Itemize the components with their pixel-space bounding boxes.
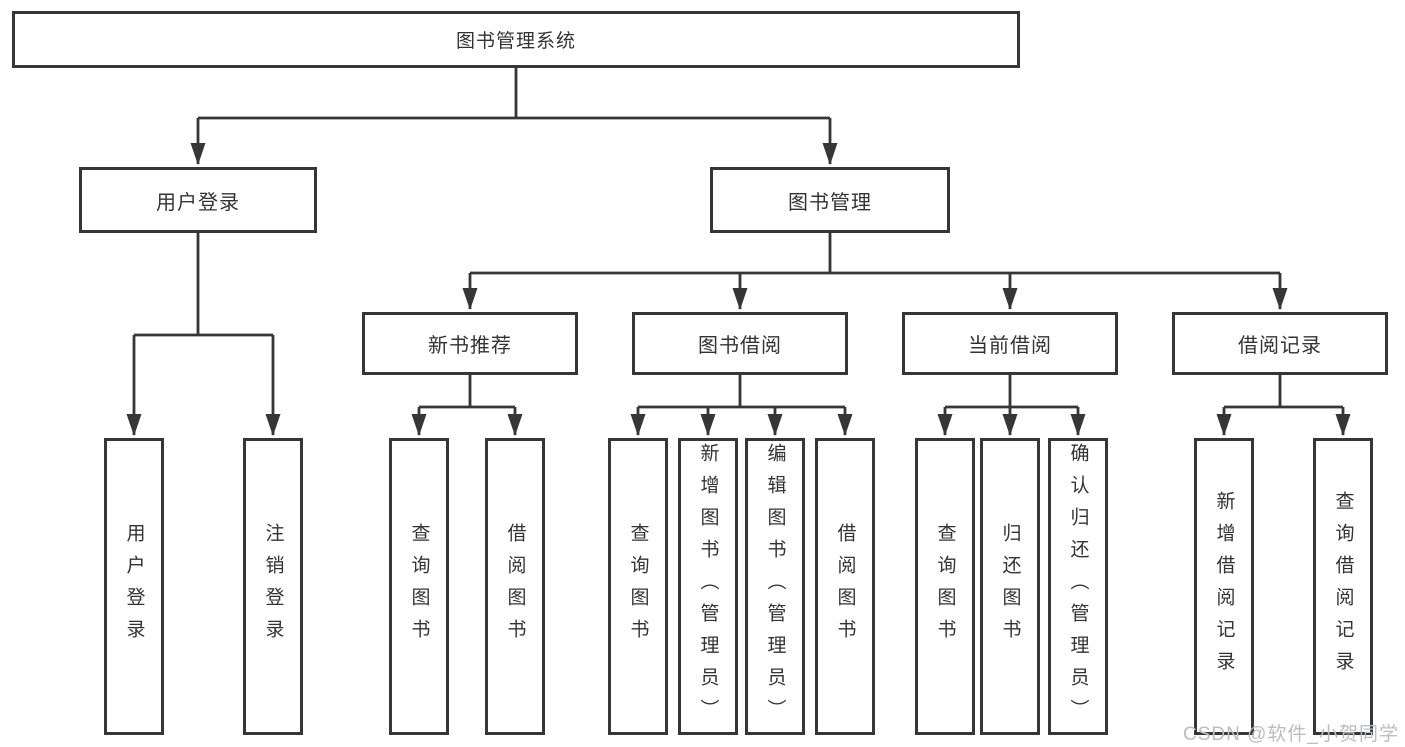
node-book-management: 图书管理 bbox=[710, 167, 950, 233]
leaf-query-borrow-record-label: 查询借阅记录 bbox=[1332, 490, 1354, 683]
leaf-return-books: 归还图书 bbox=[980, 438, 1040, 735]
leaf-query-books-current-label: 查询图书 bbox=[934, 522, 956, 651]
leaf-add-borrow-record-label: 新增借阅记录 bbox=[1213, 490, 1235, 683]
leaf-add-borrow-record: 新增借阅记录 bbox=[1194, 438, 1254, 735]
node-library-system-label: 图书管理系统 bbox=[455, 31, 576, 52]
leaf-query-books-current: 查询图书 bbox=[915, 438, 975, 735]
leaf-logout-label: 注销登录 bbox=[262, 522, 284, 651]
leaf-return-books-label: 归还图书 bbox=[999, 522, 1021, 651]
leaf-borrow-books-recommend: 借阅图书 bbox=[485, 438, 545, 735]
node-new-book-recommend-label: 新书推荐 bbox=[428, 335, 512, 357]
leaf-query-books-borrow-label: 查询图书 bbox=[627, 522, 649, 651]
leaf-query-books-recommend: 查询图书 bbox=[389, 438, 449, 735]
node-borrow-records: 借阅记录 bbox=[1172, 312, 1388, 375]
leaf-query-books-borrow: 查询图书 bbox=[608, 438, 668, 735]
csdn-watermark: CSDN @软件_小贺同学 bbox=[1183, 724, 1399, 745]
leaf-borrow-books-label: 借阅图书 bbox=[834, 522, 856, 651]
node-library-system: 图书管理系统 bbox=[12, 11, 1020, 68]
leaf-logout: 注销登录 bbox=[243, 438, 303, 735]
leaf-borrow-books-recommend-label: 借阅图书 bbox=[504, 522, 526, 651]
node-current-borrow: 当前借阅 bbox=[902, 312, 1118, 375]
leaf-add-book-admin-label: 新增图书（管理员） bbox=[697, 442, 719, 731]
node-user-login-label: 用户登录 bbox=[156, 191, 240, 214]
node-user-login: 用户登录 bbox=[79, 167, 317, 233]
node-current-borrow-label: 当前借阅 bbox=[968, 335, 1052, 357]
leaf-add-book-admin: 新增图书（管理员） bbox=[678, 438, 738, 735]
leaf-edit-book-admin-label: 编辑图书（管理员） bbox=[764, 442, 786, 731]
leaf-query-books-recommend-label: 查询图书 bbox=[408, 522, 430, 651]
leaf-user-login: 用户登录 bbox=[104, 438, 164, 735]
leaf-confirm-return-admin-label: 确认归还（管理员） bbox=[1067, 442, 1089, 731]
leaf-edit-book-admin: 编辑图书（管理员） bbox=[745, 438, 805, 735]
leaf-user-login-label: 用户登录 bbox=[123, 522, 145, 651]
leaf-query-borrow-record: 查询借阅记录 bbox=[1313, 438, 1373, 735]
node-book-borrow-label: 图书借阅 bbox=[698, 335, 782, 357]
leaf-confirm-return-admin: 确认归还（管理员） bbox=[1048, 438, 1108, 735]
node-new-book-recommend: 新书推荐 bbox=[362, 312, 578, 375]
leaf-borrow-books: 借阅图书 bbox=[815, 438, 875, 735]
node-book-borrow: 图书借阅 bbox=[632, 312, 848, 375]
node-book-management-label: 图书管理 bbox=[788, 191, 872, 214]
node-borrow-records-label: 借阅记录 bbox=[1238, 335, 1322, 357]
